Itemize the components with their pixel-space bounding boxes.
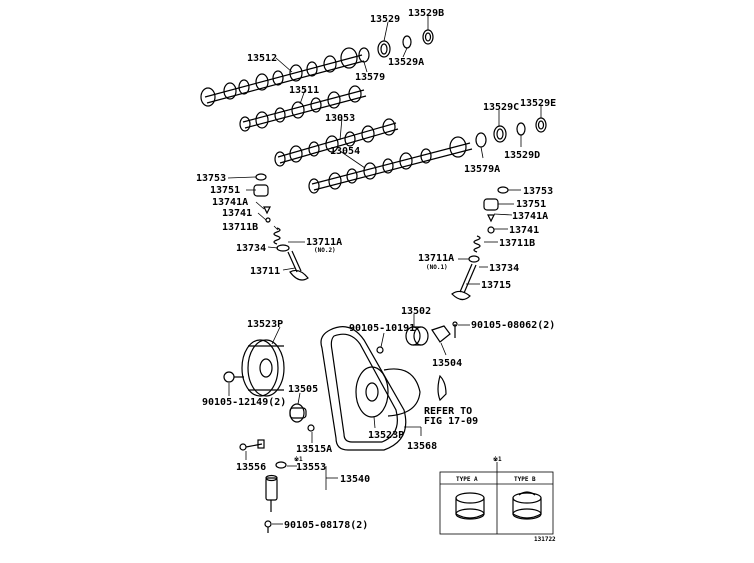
label-90105-08062: 90105-08062(2) — [471, 320, 555, 331]
label-left-13741: 13741 — [222, 208, 252, 219]
label-right-13753: 13753 — [523, 186, 553, 197]
label-90105-12149: 90105-12149(2) — [202, 397, 286, 408]
label-left-13751: 13751 — [210, 185, 240, 196]
label-13553: 13553 — [296, 462, 326, 473]
label-type-a: TYPE A — [456, 476, 478, 483]
label-13556: 13556 — [236, 462, 266, 473]
bolt-90105-10191 — [376, 346, 384, 354]
timing-belt-13568 — [320, 326, 407, 451]
label-left-13711: 13711 — [250, 266, 280, 277]
label-left-13741A: 13741A — [212, 197, 248, 208]
ring-13529A — [402, 35, 412, 49]
label-left-13753: 13753 — [196, 173, 226, 184]
label-right-13711A-note: (NO.1) — [426, 264, 448, 271]
label-13053: 13053 — [325, 113, 355, 124]
bracket-13504 — [431, 325, 451, 343]
valve-train-right — [451, 186, 509, 301]
inset-box — [439, 462, 554, 535]
label-13568: 13568 — [407, 441, 437, 452]
label-13529A: 13529A — [388, 57, 424, 68]
label-13529B: 13529B — [408, 8, 444, 19]
label-13511: 13511 — [289, 85, 319, 96]
label-left-13734: 13734 — [236, 243, 266, 254]
bolt-13556 — [239, 439, 265, 451]
label-13504: 13504 — [432, 358, 462, 369]
label-right-13741A: 13741A — [512, 211, 548, 222]
ring-13529E — [535, 117, 547, 133]
spacer-13553 — [275, 461, 287, 469]
label-figure-code: 131722 — [534, 536, 556, 543]
label-13054: 13054 — [330, 146, 360, 157]
tensioner-13505 — [289, 403, 307, 423]
camshaft-13054 — [308, 136, 473, 194]
cover-part-right — [437, 374, 447, 402]
camshaft-13512 — [200, 47, 365, 107]
label-13512: 13512 — [247, 53, 277, 64]
label-mark-note: ※1 — [294, 455, 303, 463]
label-right-13741: 13741 — [509, 225, 539, 236]
bolt-90105-08062 — [452, 321, 458, 338]
label-90105-08178: 90105-08178(2) — [284, 520, 368, 531]
label-13529: 13529 — [370, 14, 400, 25]
ring-13529B — [422, 29, 434, 45]
label-inset-mark: ※1 — [493, 455, 502, 463]
camshaft-13511 — [239, 85, 367, 132]
bolt-90105-12149 — [223, 371, 244, 383]
stud-13515A — [307, 424, 315, 432]
label-right-13751: 13751 — [516, 199, 546, 210]
label-refer-line1: REFER TO — [424, 406, 472, 417]
label-right-13711A: 13711A — [418, 253, 454, 264]
cover-13568 — [383, 368, 421, 417]
tensioner-body-13540 — [265, 474, 278, 512]
leader-lines — [227, 16, 542, 525]
label-13523P-upper: 13523P — [247, 319, 283, 330]
label-left-13711A-note: (NO.2) — [314, 247, 336, 254]
label-13540: 13540 — [340, 474, 370, 485]
bolt-90105-08178 — [264, 520, 272, 533]
seal-13529 — [377, 40, 391, 58]
valve-train-left — [253, 173, 309, 281]
label-13515A: 13515A — [296, 444, 332, 455]
label-right-13715: 13715 — [481, 280, 511, 291]
label-type-b: TYPE B — [514, 476, 536, 483]
label-90105-10191: 90105-10191 — [349, 323, 415, 334]
piston-type-a — [455, 492, 485, 520]
seal-13579A — [475, 132, 487, 148]
label-13529C: 13529C — [483, 102, 519, 113]
label-13502: 13502 — [401, 306, 431, 317]
camshaft-13053 — [274, 118, 399, 167]
ring-13529D — [516, 122, 526, 136]
label-13505: 13505 — [288, 384, 318, 395]
pulley-13523P-upper — [241, 339, 285, 397]
labels: 13529 13529B 13512 13579 13529A 13511 13… — [196, 8, 556, 543]
label-right-13734: 13734 — [489, 263, 519, 274]
label-13529E: 13529E — [520, 98, 556, 109]
label-13523P-lower: 13523P — [368, 430, 404, 441]
label-left-13711B: 13711B — [222, 222, 258, 233]
pulley-13523P-lower — [355, 366, 389, 418]
label-right-13711B: 13711B — [499, 238, 535, 249]
seal-13529C — [493, 125, 507, 143]
label-13529D: 13529D — [504, 150, 540, 161]
label-13579: 13579 — [355, 72, 385, 83]
label-13579A: 13579A — [464, 164, 500, 175]
label-left-13711A: 13711A — [306, 237, 342, 248]
piston-type-b — [512, 491, 542, 520]
label-refer-line2: FIG 17-09 — [424, 416, 478, 427]
